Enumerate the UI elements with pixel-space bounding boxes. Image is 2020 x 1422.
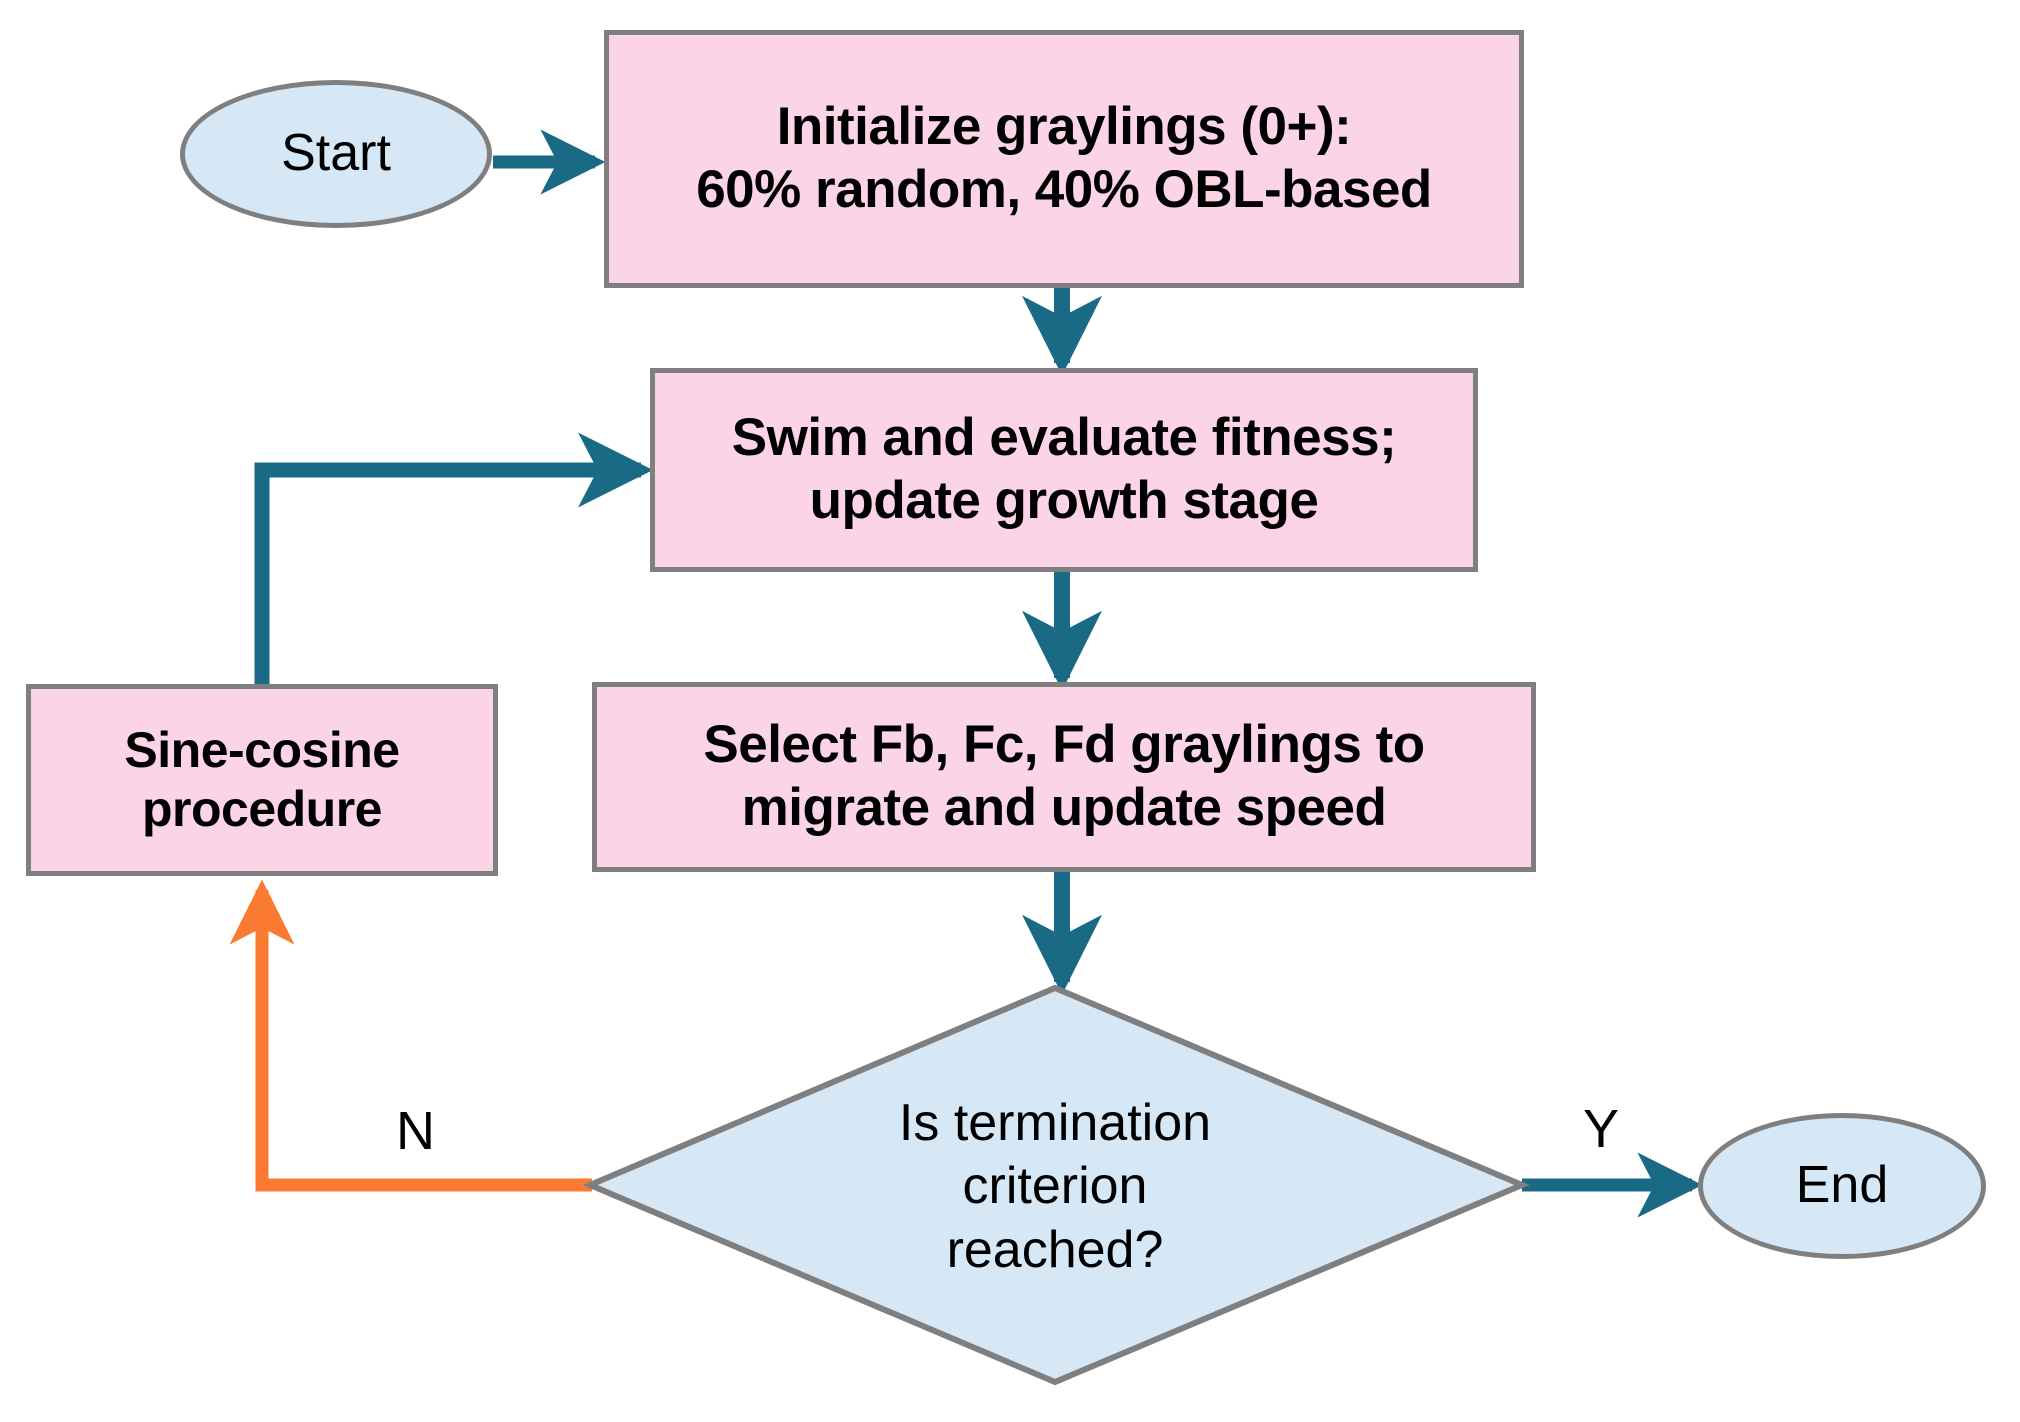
node-start-label: Start xyxy=(281,124,391,183)
edge-label-no: N xyxy=(396,1101,435,1161)
node-select[interactable]: Select Fb, Fc, Fd graylings to migrate a… xyxy=(592,682,1536,872)
edge-label-yes: Y xyxy=(1583,1099,1620,1159)
node-swim[interactable]: Swim and evaluate fitness; update growth… xyxy=(650,368,1478,572)
node-decision[interactable]: Is termination criterion reached? xyxy=(795,1062,1315,1312)
edge-sine-cosine-to-swim xyxy=(254,432,654,686)
node-swim-label: Swim and evaluate fitness; update growth… xyxy=(731,408,1397,530)
node-decision-label: Is termination criterion reached? xyxy=(898,1093,1212,1279)
node-end-label: End xyxy=(1795,1156,1889,1215)
node-start[interactable]: Start xyxy=(180,80,492,228)
node-select-label: Select Fb, Fc, Fd graylings to migrate a… xyxy=(703,715,1425,837)
node-sine-cosine[interactable]: Sine-cosine procedure xyxy=(26,684,498,876)
node-initialize-label: Initialize graylings (0+): 60% random, 4… xyxy=(696,97,1432,219)
node-end[interactable]: End xyxy=(1698,1113,1986,1259)
node-initialize[interactable]: Initialize graylings (0+): 60% random, 4… xyxy=(604,30,1524,288)
node-sine-cosine-label: Sine-cosine procedure xyxy=(124,722,400,837)
